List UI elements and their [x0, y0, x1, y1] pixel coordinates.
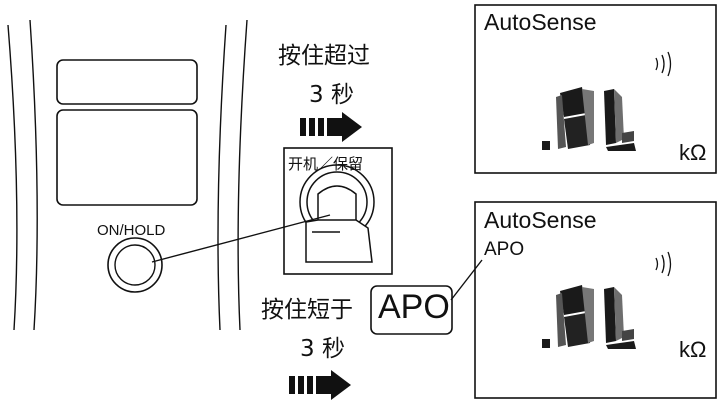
lcd-top-mode: AutoSense — [484, 9, 597, 35]
lcd-bottom-reading-ol — [542, 285, 636, 349]
lcd-bottom-unit: kΩ — [679, 337, 707, 362]
long-press-line2: 3 秒 — [309, 82, 354, 108]
sound-wave-icon — [655, 51, 672, 77]
lcd-top-unit: kΩ — [679, 140, 707, 165]
lcd-top-frame — [474, 4, 717, 174]
on-hold-label: ON/HOLD — [97, 222, 166, 239]
long-press-line1: 按住超过 — [278, 43, 370, 69]
apo-callout-line — [450, 259, 483, 301]
on-hold-button[interactable] — [107, 237, 163, 293]
zoom-box — [283, 147, 393, 275]
short-press-line1: 按住短于 — [261, 297, 353, 323]
sound-wave-icon — [655, 251, 672, 277]
apo-callout-box — [370, 285, 453, 335]
meter-display-main — [56, 109, 198, 206]
zoomed-button — [299, 164, 375, 263]
lcd-bottom-status: APO — [484, 239, 525, 260]
meter-display-top — [56, 59, 198, 105]
lcd-bottom-mode: AutoSense — [484, 207, 597, 233]
short-press-line2: 3 秒 — [300, 336, 345, 362]
arrow-long-press — [300, 112, 362, 142]
zoom-box-label: 开机／保留 — [288, 155, 364, 173]
apo-callout-label: APO — [378, 288, 450, 326]
lcd-bottom-frame — [474, 201, 717, 399]
arrow-short-press — [289, 370, 351, 400]
pointer-line — [151, 214, 331, 263]
lcd-top-reading-ol — [542, 87, 636, 151]
meter-body — [7, 19, 248, 331]
